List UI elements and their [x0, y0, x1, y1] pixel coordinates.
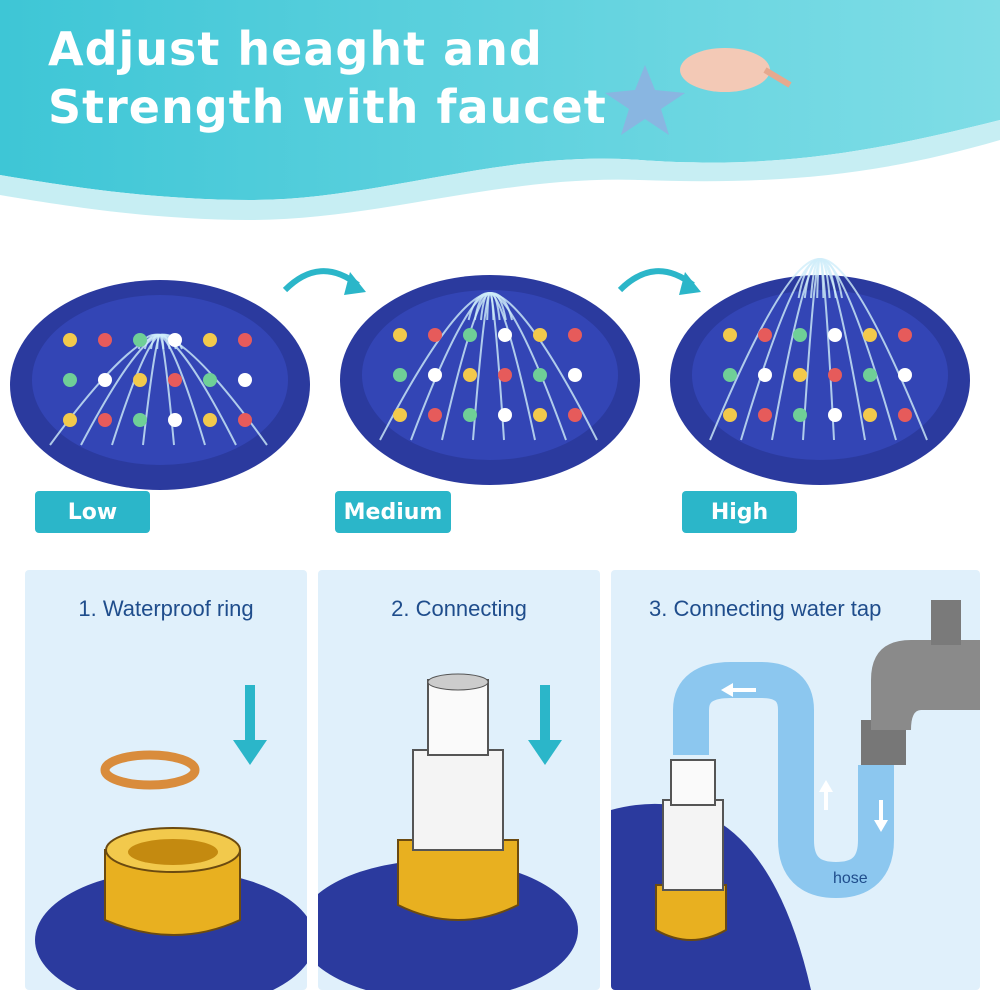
- water-jet: [156, 333, 175, 446]
- water-tap-hose-illustration: [611, 600, 980, 990]
- animal-print: [428, 368, 442, 382]
- step-panel-2: 2. Connecting: [318, 570, 600, 990]
- connector-illustration: [318, 673, 578, 990]
- animal-print: [63, 413, 77, 427]
- animal-print: [203, 413, 217, 427]
- animal-print: [428, 328, 442, 342]
- animal-print: [203, 333, 217, 347]
- animal-print: [463, 328, 477, 342]
- level-high: High: [682, 491, 797, 533]
- animal-print: [463, 368, 477, 382]
- animal-print: [63, 373, 77, 387]
- animal-print: [238, 413, 252, 427]
- animal-print: [393, 408, 407, 422]
- animal-print: [758, 368, 772, 382]
- animal-print: [898, 408, 912, 422]
- title-line-1: Adjust heaght and: [48, 22, 543, 76]
- animal-print: [898, 368, 912, 382]
- sprinkler-pools: [10, 258, 970, 490]
- animal-print: [498, 368, 512, 382]
- animal-print: [723, 408, 737, 422]
- animal-print: [758, 328, 772, 342]
- animal-print: [498, 408, 512, 422]
- animal-print: [133, 373, 147, 387]
- animal-print: [463, 408, 477, 422]
- animal-print: [98, 373, 112, 387]
- animal-print: [533, 328, 547, 342]
- animal-print: [203, 373, 217, 387]
- animal-print: [863, 328, 877, 342]
- water-jet: [150, 333, 206, 446]
- animal-print: [828, 408, 842, 422]
- animal-print: [568, 408, 582, 422]
- animal-print: [168, 413, 182, 427]
- animal-print: [63, 333, 77, 347]
- step-title: 2. Connecting: [391, 596, 527, 621]
- starfish-shell-icon: [605, 48, 792, 135]
- animal-print: [393, 368, 407, 382]
- animal-print: [238, 333, 252, 347]
- hose-label: hose: [833, 870, 868, 887]
- animal-print: [533, 368, 547, 382]
- animal-print: [133, 333, 147, 347]
- water-jet: [810, 258, 866, 441]
- animal-print: [723, 328, 737, 342]
- teal-wave-banner: [0, 0, 1000, 220]
- animal-print: [828, 328, 842, 342]
- animal-print: [393, 328, 407, 342]
- animal-print: [863, 368, 877, 382]
- step-title: 1. Waterproof ring: [78, 596, 254, 621]
- animal-print: [133, 413, 147, 427]
- water-jet: [803, 258, 897, 441]
- water-jet: [379, 292, 513, 441]
- animal-print: [98, 333, 112, 347]
- animal-print: [533, 408, 547, 422]
- animal-print: [793, 408, 807, 422]
- water-jet: [467, 292, 598, 441]
- animal-print: [498, 328, 512, 342]
- animal-print: [723, 368, 737, 382]
- animal-print: [793, 368, 807, 382]
- animal-print: [828, 368, 842, 382]
- animal-print: [898, 328, 912, 342]
- step-panel-1: 1. Waterproof ring: [25, 570, 307, 990]
- water-jet: [473, 292, 567, 441]
- step-title: 3. Connecting water tap: [649, 596, 882, 621]
- animal-print: [793, 328, 807, 342]
- animal-print: [168, 333, 182, 347]
- animal-print: [863, 408, 877, 422]
- animal-print: [568, 328, 582, 342]
- water-jet: [486, 292, 505, 441]
- title-line-2: Strength with faucet: [48, 80, 607, 134]
- animal-print: [168, 373, 182, 387]
- animal-print: [568, 368, 582, 382]
- step-panel-3: 3. Connecting water tap hose: [611, 570, 980, 990]
- level-medium: Medium: [335, 491, 451, 533]
- animal-print: [238, 373, 252, 387]
- animal-print: [428, 408, 442, 422]
- waterproof-ring-illustration: [35, 685, 307, 990]
- water-jet: [480, 292, 536, 441]
- animal-print: [758, 408, 772, 422]
- animal-print: [98, 413, 112, 427]
- level-low: Low: [35, 491, 150, 533]
